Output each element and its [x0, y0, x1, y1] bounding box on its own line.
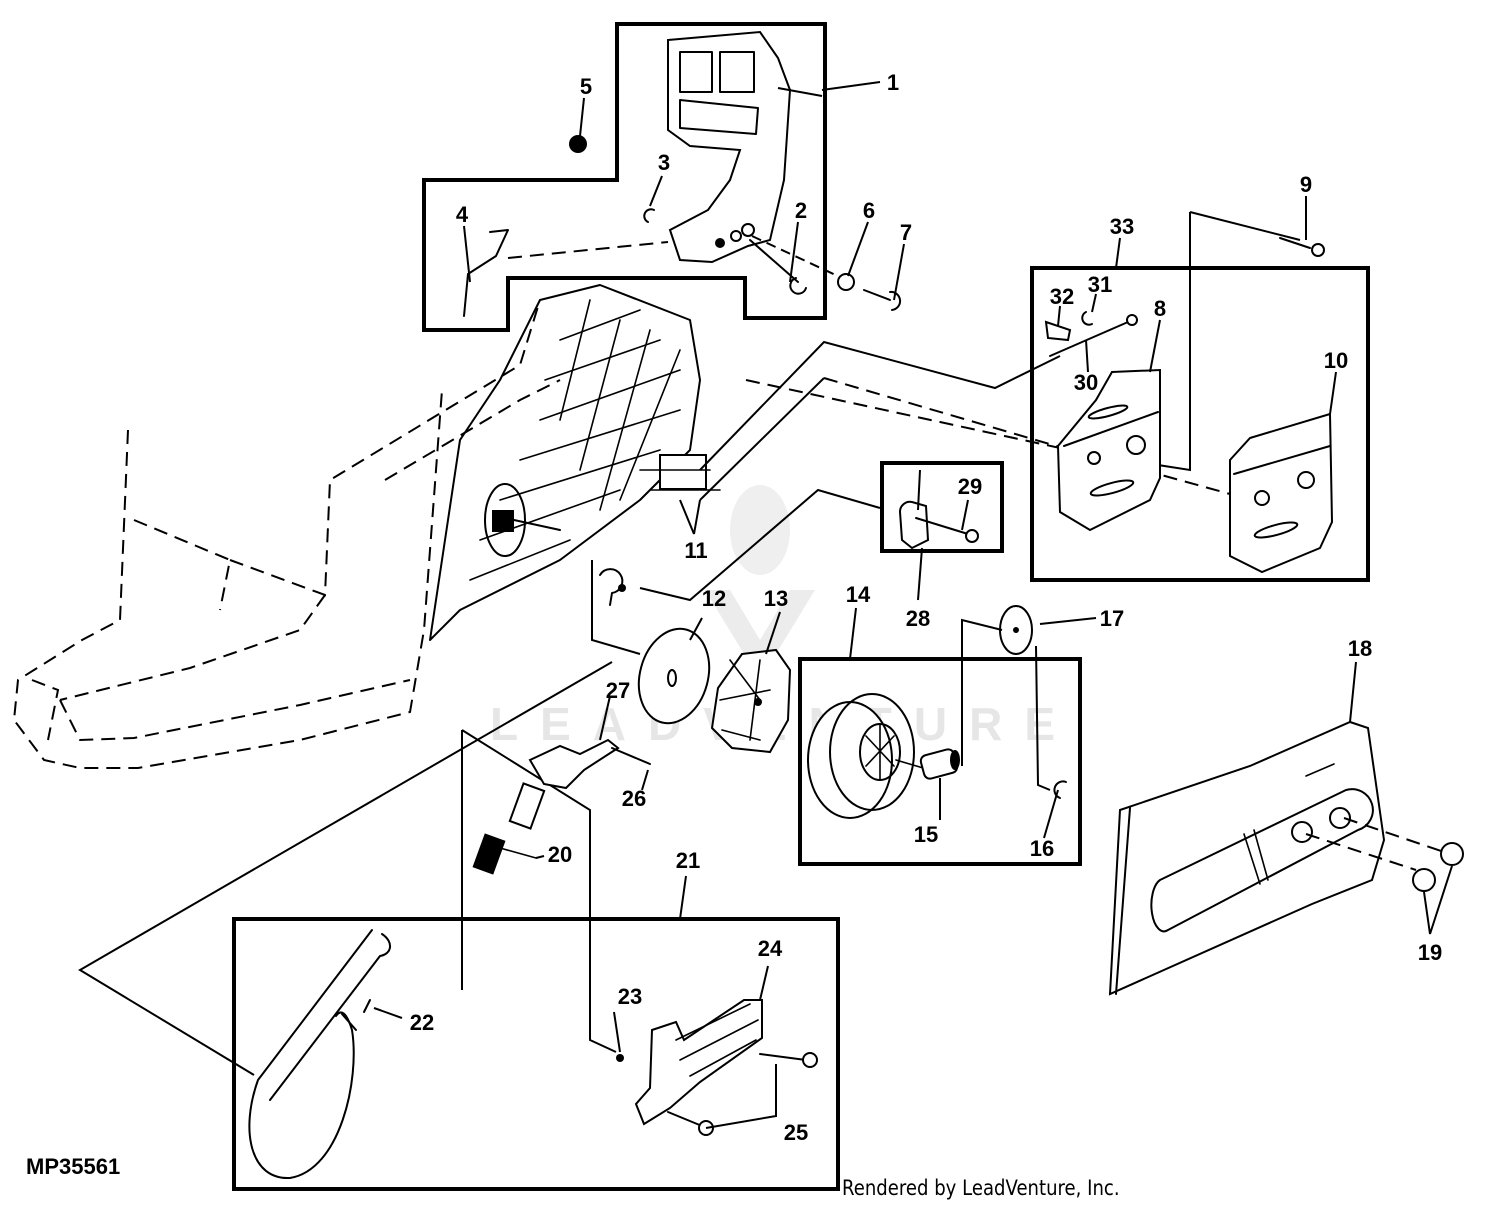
part-screw-29[interactable] — [915, 517, 979, 543]
callout-20: 20 — [548, 842, 572, 867]
part-needle-bearing-15[interactable] — [919, 748, 960, 780]
part-clutch-13[interactable] — [710, 648, 792, 754]
part-e-clip-16[interactable] — [1053, 780, 1067, 799]
part-washer-disc-12[interactable] — [629, 621, 720, 731]
part-bolt-9[interactable] — [1279, 237, 1325, 257]
part-pin-22[interactable] — [363, 999, 371, 1013]
part-sprocket-cover-18[interactable] — [1108, 720, 1386, 996]
callout-29: 29 — [958, 474, 982, 499]
callout-9: 9 — [1300, 172, 1312, 197]
part-adjusting-screw-30[interactable] — [1049, 314, 1138, 357]
watermark-flame-icon — [730, 485, 790, 575]
callout-6: 6 — [863, 198, 875, 223]
callout-8: 8 — [1154, 296, 1166, 321]
part-tensioner-nut-32[interactable] — [1044, 320, 1072, 342]
callout-10: 10 — [1324, 348, 1348, 373]
callout-13: 13 — [764, 586, 788, 611]
part-chain-catcher-28[interactable] — [898, 500, 930, 550]
callout-2: 2 — [795, 198, 807, 223]
callout-11: 11 — [684, 538, 707, 563]
part-washer-17[interactable] — [999, 605, 1033, 655]
callout-28: 28 — [906, 606, 930, 631]
part-guide-plate-outer-10[interactable] — [1229, 412, 1334, 574]
part-bar-nut-19b[interactable] — [1412, 868, 1436, 892]
callout-22: 22 — [410, 1010, 434, 1035]
part-brake-lever-24[interactable] — [634, 999, 763, 1126]
part-engine-housing — [12, 299, 561, 769]
kit-frame-21 — [232, 917, 840, 1191]
callout-4: 4 — [456, 202, 469, 227]
callout-27: 27 — [606, 678, 630, 703]
part-bar-nut-19a[interactable] — [1440, 842, 1464, 866]
part-screw-7[interactable] — [863, 289, 901, 311]
callout-19: 19 — [1418, 940, 1442, 965]
callout-17: 17 — [1100, 606, 1124, 631]
callout-33: 33 — [1110, 214, 1134, 239]
part-spring-23[interactable] — [616, 1054, 624, 1062]
watermark-logo-icon — [705, 590, 815, 680]
callouts: 1 2 3 4 5 6 7 8 9 10 11 12 13 14 15 16 1… — [410, 70, 1442, 1145]
callout-1: 1 — [887, 70, 899, 95]
callout-18: 18 — [1348, 636, 1372, 661]
callout-31: 31 — [1088, 272, 1112, 297]
callout-15: 15 — [914, 822, 938, 847]
callout-16: 16 — [1030, 836, 1054, 861]
part-lever-27[interactable] — [508, 738, 620, 830]
part-chain-brake-handle[interactable] — [667, 30, 792, 264]
kit-frame-28 — [880, 461, 1004, 553]
part-retaining-ring-3[interactable] — [643, 208, 655, 223]
part-screws-25[interactable] — [667, 1052, 818, 1136]
part-pin-26[interactable] — [611, 747, 651, 765]
leader-lines — [463, 81, 1453, 1129]
figure-id-label: MP35561 — [26, 1154, 121, 1179]
part-brake-band-22[interactable] — [248, 929, 391, 1180]
callout-24: 24 — [758, 936, 783, 961]
part-clutch-drum-14[interactable] — [807, 693, 915, 819]
kit-frame-14 — [798, 657, 1082, 866]
part-crankcase-assembly — [429, 284, 721, 641]
callout-12: 12 — [702, 586, 726, 611]
kit-frame-33 — [1030, 266, 1370, 582]
callout-25: 25 — [784, 1120, 808, 1145]
callout-26: 26 — [622, 786, 646, 811]
part-screw-2[interactable] — [749, 239, 807, 295]
callout-23: 23 — [618, 984, 642, 1009]
kit-frame-1 — [422, 22, 827, 332]
callout-21: 21 — [676, 848, 700, 873]
callout-14: 14 — [846, 582, 871, 607]
render-credit: Rendered by LeadVenture, Inc. — [842, 1176, 1120, 1200]
part-guide-plate-inner-8[interactable] — [1056, 368, 1161, 532]
callout-32: 32 — [1050, 284, 1074, 309]
part-nut-5[interactable] — [569, 135, 587, 153]
part-spring-wire-4[interactable] — [463, 229, 509, 317]
callout-7: 7 — [900, 220, 912, 245]
callout-3: 3 — [658, 150, 670, 175]
part-clip-31[interactable] — [1081, 311, 1093, 326]
callout-30: 30 — [1074, 370, 1098, 395]
part-nut-6[interactable] — [837, 273, 855, 291]
callout-5: 5 — [580, 74, 592, 99]
part-spring-20[interactable] — [472, 833, 537, 875]
